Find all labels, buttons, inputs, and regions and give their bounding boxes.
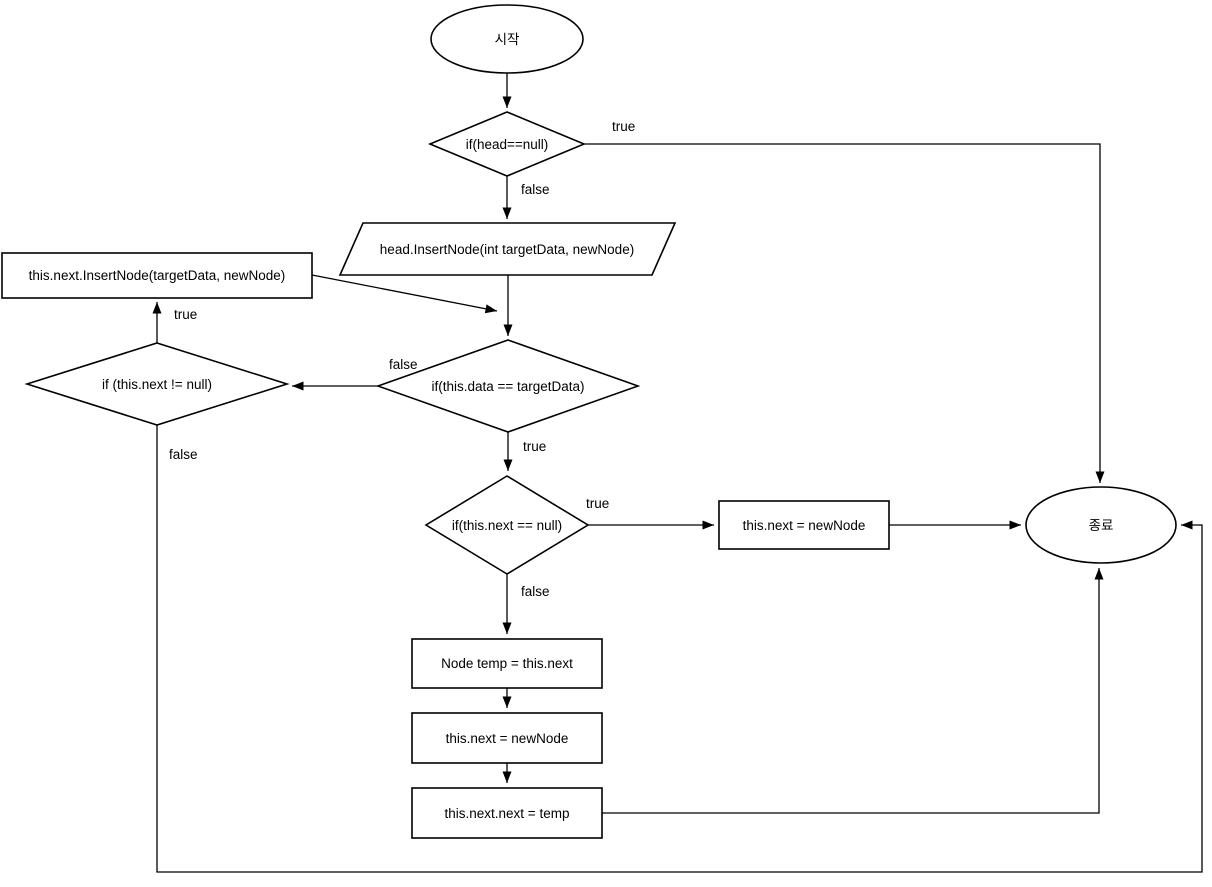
label-if-next-null-false: false xyxy=(521,584,550,599)
node-if-next-not-null: if (this.next != null) xyxy=(24,342,290,426)
node-if-data-eq-target: if(this.data == targetData) xyxy=(375,339,641,433)
end-label: 종료 xyxy=(1089,518,1114,533)
edge-labels: true false false true true false true fa… xyxy=(169,119,635,599)
label-if-data-eq-target-false: false xyxy=(389,357,418,372)
if-next-null-decision-shape xyxy=(424,475,590,575)
set-nextnext-temp-process-shape xyxy=(411,787,603,839)
recursive-call-label: this.next.InsertNode(targetData, newNode… xyxy=(29,268,286,283)
edges xyxy=(152,73,1203,873)
start-label: 시작 xyxy=(495,32,520,47)
label-if-next-null-true: true xyxy=(586,496,609,511)
label-if-head-null-true: true xyxy=(612,119,635,134)
recursive-call-process-shape xyxy=(1,252,313,299)
label-if-next-not-null-true: true xyxy=(174,307,197,322)
set-next-newnode-tail-process-shape xyxy=(718,500,890,550)
label-if-head-null-false: false xyxy=(521,182,550,197)
edge-if-next-not-null-false-to-end xyxy=(156,425,1203,873)
edge-if-head-null-true-to-end xyxy=(584,143,1105,483)
node-recursive-call: this.next.InsertNode(targetData, newNode… xyxy=(1,252,313,299)
node-node-temp-assign: Node temp = this.next xyxy=(411,638,603,689)
node-set-next-newnode-mid: this.next = newNode xyxy=(411,712,603,764)
node-head-insert-call: head.InsertNode(int targetData, newNode) xyxy=(338,222,677,276)
node-if-next-null: if(this.next == null) xyxy=(424,475,590,575)
label-if-data-eq-target-true: true xyxy=(523,439,546,454)
if-next-not-null-decision-shape xyxy=(24,342,290,426)
set-nextnext-temp-label: this.next.next = temp xyxy=(445,806,570,821)
node-temp-assign-process-shape xyxy=(411,638,603,689)
if-head-null-decision-shape xyxy=(427,111,587,177)
set-next-newnode-mid-process-shape xyxy=(411,712,603,764)
edge-set-nextnext-to-end xyxy=(602,568,1104,814)
if-next-null-label: if(this.next == null) xyxy=(452,518,562,533)
label-if-next-not-null-false: false xyxy=(169,447,198,462)
if-data-eq-target-decision-shape xyxy=(375,339,641,433)
head-insert-call-io-shape xyxy=(338,222,677,276)
head-insert-call-label: head.InsertNode(int targetData, newNode) xyxy=(380,242,634,257)
node-start: 시작 xyxy=(430,4,584,74)
start-terminator-shape xyxy=(430,4,584,74)
node-set-nextnext-temp: this.next.next = temp xyxy=(411,787,603,839)
node-set-next-newnode-tail: this.next = newNode xyxy=(718,500,890,550)
set-next-newnode-mid-label: this.next = newNode xyxy=(446,731,569,746)
end-terminator-shape xyxy=(1025,486,1177,564)
if-next-not-null-label: if (this.next != null) xyxy=(102,377,212,392)
if-data-eq-target-label: if(this.data == targetData) xyxy=(431,379,584,394)
edge-recursive-call-to-if-data-eq-target xyxy=(311,274,498,314)
node-end: 종료 xyxy=(1025,486,1177,564)
node-if-head-null: if(head==null) xyxy=(427,111,587,177)
node-temp-assign-label: Node temp = this.next xyxy=(441,656,573,671)
if-head-null-label: if(head==null) xyxy=(466,137,549,152)
set-next-newnode-tail-label: this.next = newNode xyxy=(743,518,866,533)
